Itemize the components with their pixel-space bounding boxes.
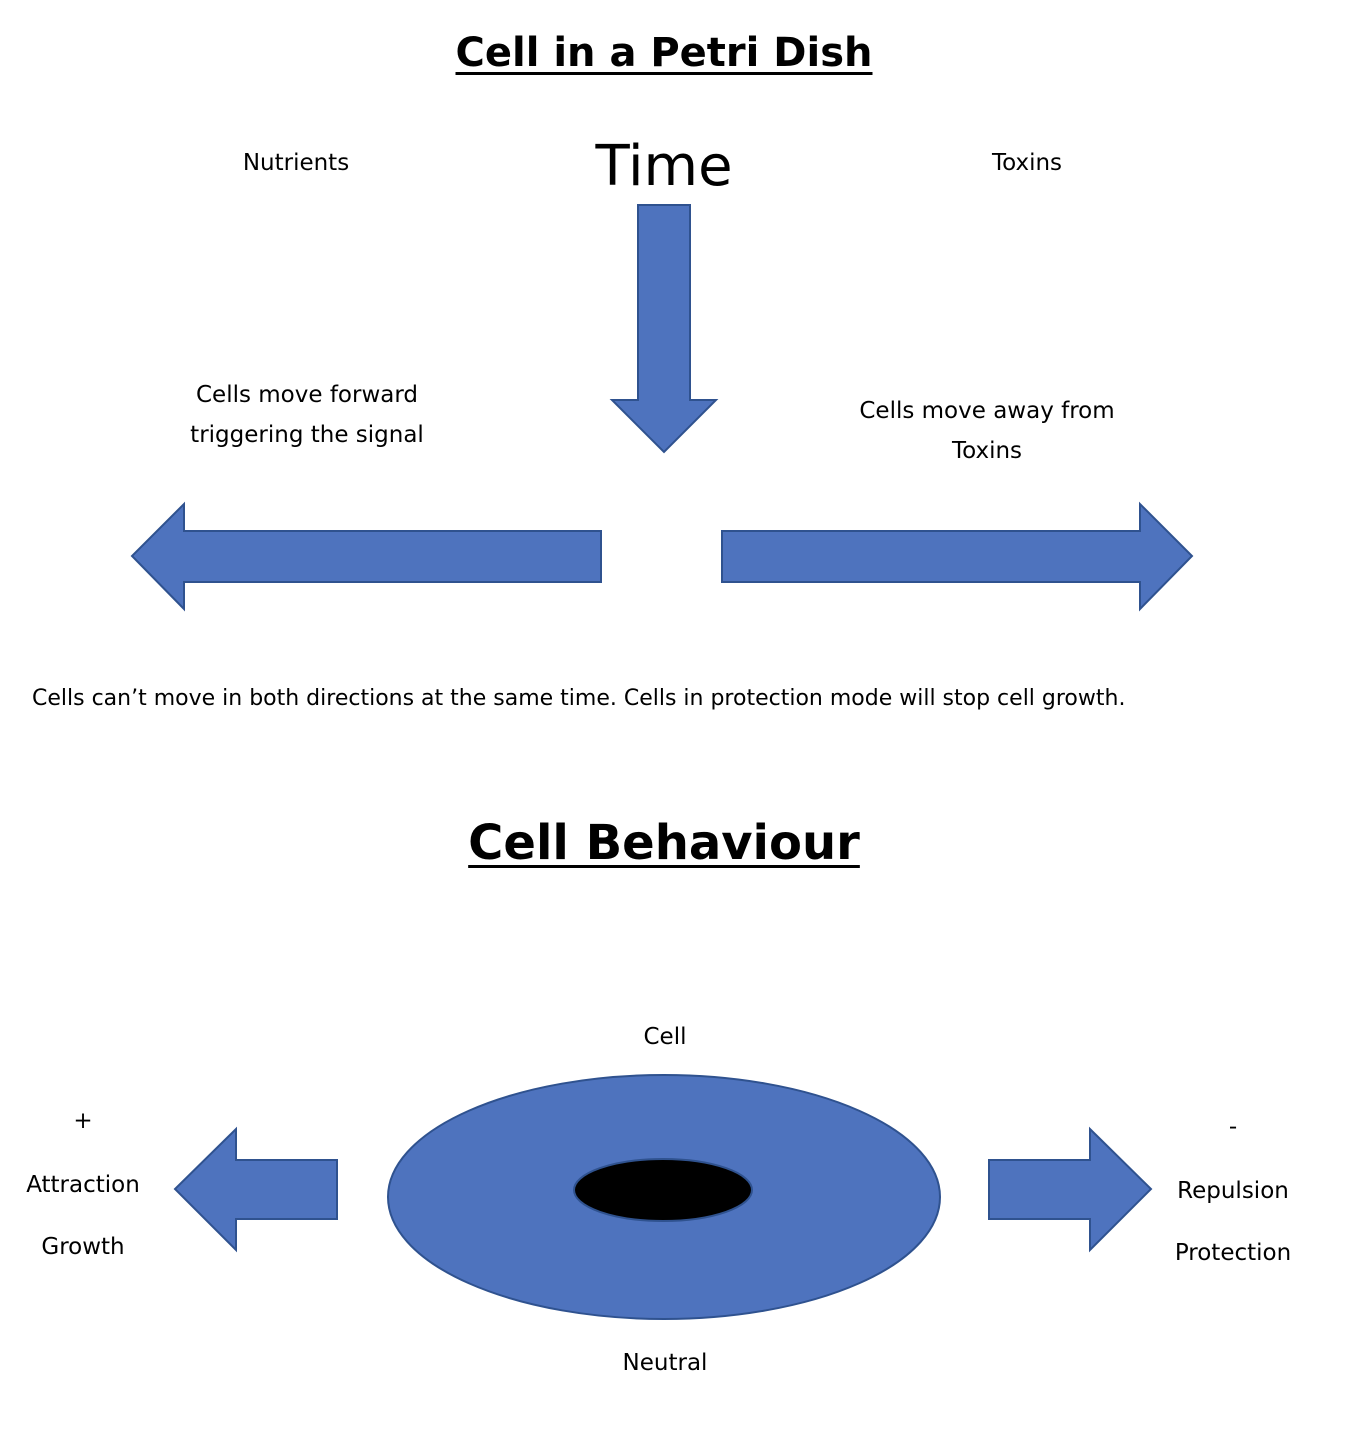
toxins-label: Toxins bbox=[991, 150, 1063, 176]
minus-sign: - bbox=[1228, 1114, 1238, 1140]
repulsion-arrow-right bbox=[988, 1126, 1153, 1253]
protection-label: Protection bbox=[1174, 1240, 1292, 1266]
growth-label: Growth bbox=[41, 1234, 125, 1260]
left-note-line-1: Cells move forward bbox=[195, 382, 419, 408]
left-note-line-2: triggering the signal bbox=[190, 422, 424, 448]
attraction-label: Attraction bbox=[26, 1172, 140, 1198]
right-note: Cells move away from Toxins bbox=[859, 391, 1114, 471]
cell-nucleus bbox=[573, 1158, 753, 1222]
plus-sign: + bbox=[73, 1108, 93, 1134]
right-note-line-2: Toxins bbox=[951, 438, 1023, 464]
nutrients-arrow-left bbox=[130, 501, 602, 612]
time-arrow-down bbox=[609, 204, 719, 454]
right-note-line-1: Cells move away from bbox=[859, 398, 1115, 424]
toxins-arrow-right bbox=[721, 501, 1194, 612]
repulsion-label: Repulsion bbox=[1177, 1178, 1289, 1204]
nutrients-label: Nutrients bbox=[242, 150, 350, 176]
attraction-arrow-left bbox=[173, 1126, 338, 1253]
caption-text: Cells can’t move in both directions at t… bbox=[32, 686, 1126, 711]
cell-behaviour-title: Cell Behaviour bbox=[468, 815, 860, 871]
petri-dish-title: Cell in a Petri Dish bbox=[455, 30, 873, 76]
left-note: Cells move forward triggering the signal bbox=[190, 375, 424, 455]
cell-label: Cell bbox=[643, 1024, 687, 1050]
time-label: Time bbox=[595, 134, 733, 199]
neutral-label: Neutral bbox=[622, 1350, 708, 1376]
